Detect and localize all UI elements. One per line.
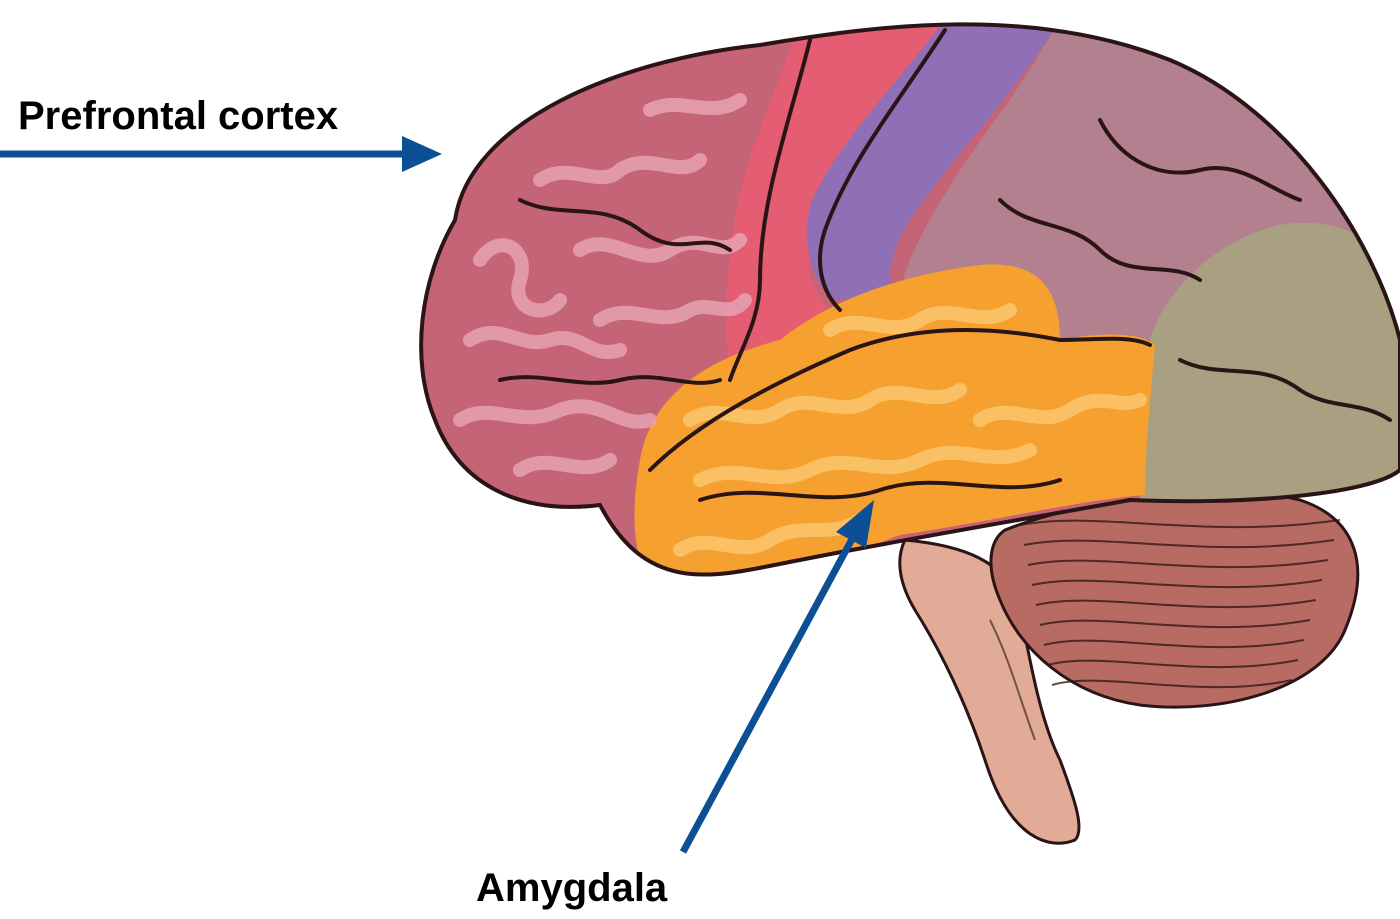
frontal-gyrus-7 [520,460,610,470]
prefrontal-cortex-label: Prefrontal cortex [18,96,338,136]
frontal-gyrus-8 [650,100,740,110]
cerebellum [991,492,1358,707]
amygdala-label: Amygdala [476,868,667,908]
prefrontal-arrow [0,136,442,172]
